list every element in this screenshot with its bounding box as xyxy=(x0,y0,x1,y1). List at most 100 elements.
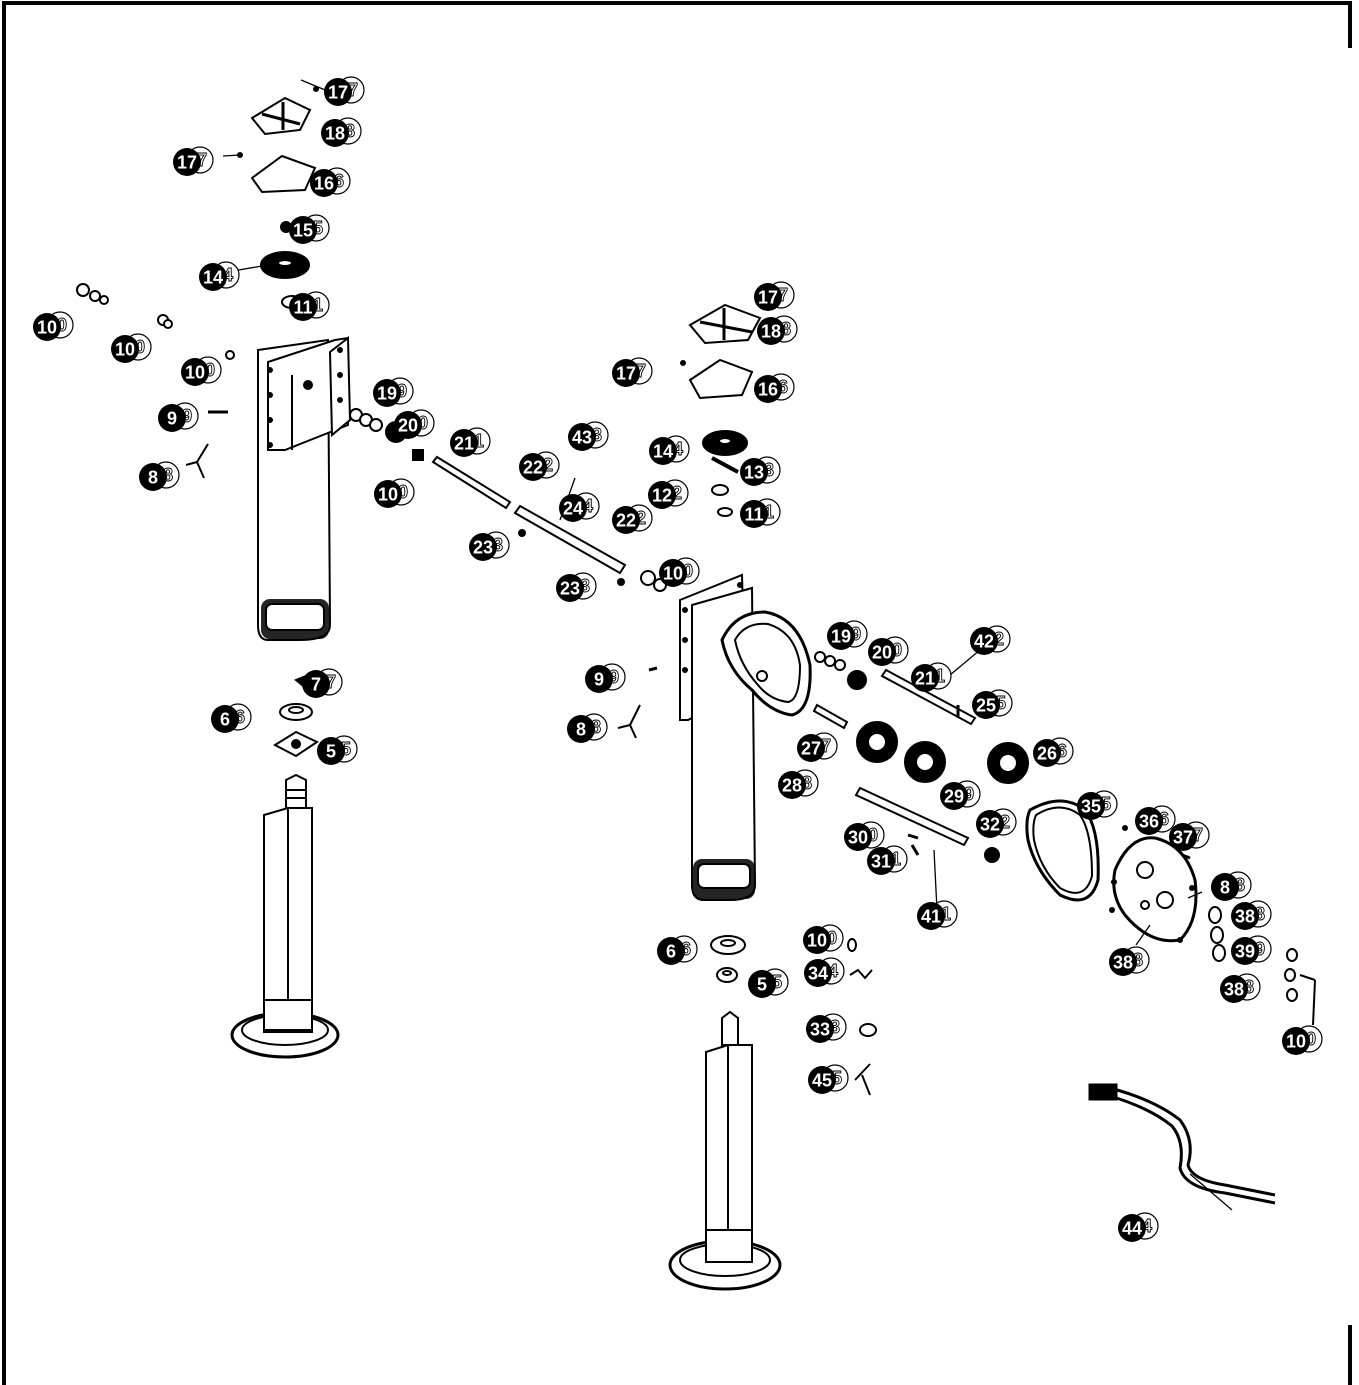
svg-text:3: 3 xyxy=(592,425,602,445)
callout-number: 39 xyxy=(1235,942,1255,962)
callout-15: 515 xyxy=(289,214,330,244)
callout-8: 88 xyxy=(567,713,608,743)
callout-number: 19 xyxy=(831,627,851,647)
callout-19: 919 xyxy=(827,620,868,650)
shaft-21-left xyxy=(431,455,512,510)
callout-number: 38 xyxy=(1113,953,1133,973)
svg-text:7: 7 xyxy=(197,150,207,170)
svg-text:7: 7 xyxy=(1193,825,1203,845)
svg-text:0: 0 xyxy=(683,561,693,581)
svg-text:1: 1 xyxy=(764,502,774,522)
svg-text:4: 4 xyxy=(583,496,593,516)
callout-20: 020 xyxy=(868,636,909,666)
callout-number: 31 xyxy=(871,852,891,872)
callout-number: 10 xyxy=(37,318,57,338)
callout-38: 838 xyxy=(1109,946,1150,976)
callout-5: 55 xyxy=(317,735,358,765)
callout-18: 818 xyxy=(321,117,362,147)
shaft-24 xyxy=(513,504,627,575)
callout-8: 88 xyxy=(1211,871,1252,901)
svg-text:4: 4 xyxy=(673,439,683,459)
callout-7: 77 xyxy=(302,668,343,698)
svg-text:7: 7 xyxy=(778,285,788,305)
callout-11: 111 xyxy=(740,498,781,528)
callout-number: 12 xyxy=(652,486,672,506)
callout-number: 8 xyxy=(576,720,586,740)
callout-8: 88 xyxy=(139,461,180,491)
top-plate-16-right xyxy=(688,358,754,400)
callout-23: 323 xyxy=(469,531,510,561)
svg-text:1: 1 xyxy=(941,904,951,924)
svg-text:5: 5 xyxy=(341,739,351,759)
callout-21: 121 xyxy=(911,662,952,692)
callout-14: 414 xyxy=(649,435,690,465)
callout-number: 14 xyxy=(653,442,673,462)
svg-text:4: 4 xyxy=(1142,1216,1152,1236)
svg-text:3: 3 xyxy=(493,535,503,555)
shaft-42 xyxy=(880,668,977,726)
callout-number: 36 xyxy=(1139,812,1159,832)
callout-number: 41 xyxy=(921,907,941,927)
svg-text:2: 2 xyxy=(543,455,553,475)
top-plate-16-left xyxy=(250,154,317,194)
callout-27: 727 xyxy=(797,732,838,762)
svg-text:6: 6 xyxy=(1057,741,1067,761)
svg-text:5: 5 xyxy=(313,218,323,238)
callout-45: 545 xyxy=(808,1064,849,1094)
callout-number: 5 xyxy=(326,742,336,762)
callout-number: 17 xyxy=(758,288,778,308)
callout-number: 27 xyxy=(801,739,821,759)
callout-number: 29 xyxy=(944,787,964,807)
callout-number: 5 xyxy=(757,975,767,995)
callout-number: 10 xyxy=(378,485,398,505)
callout-11: 111 xyxy=(289,291,330,321)
callout-number: 45 xyxy=(812,1071,832,1091)
callout-42: 242 xyxy=(970,625,1011,655)
callout-17: 717 xyxy=(173,146,214,176)
callout-number: 23 xyxy=(560,579,580,599)
callout-21: 121 xyxy=(450,427,491,457)
svg-text:2: 2 xyxy=(636,508,646,528)
svg-text:0: 0 xyxy=(398,482,408,502)
callout-20: 020 xyxy=(394,409,435,439)
svg-text:9: 9 xyxy=(851,624,861,644)
callout-29: 929 xyxy=(940,780,981,810)
callout-17: 717 xyxy=(612,357,653,387)
callout-38: 838 xyxy=(1220,973,1261,1003)
callout-number: 17 xyxy=(328,83,348,103)
callout-18: 818 xyxy=(757,315,798,345)
callout-10: 010 xyxy=(111,333,152,363)
callout-41: 141 xyxy=(917,900,958,930)
callout-30: 030 xyxy=(844,821,885,851)
callout-39: 939 xyxy=(1231,935,1272,965)
svg-text:8: 8 xyxy=(1133,950,1143,970)
callout-number: 42 xyxy=(974,632,994,652)
cross-shaft-assembly xyxy=(349,408,667,592)
callout-number: 6 xyxy=(220,710,230,730)
callout-number: 35 xyxy=(1081,797,1101,817)
callout-number: 16 xyxy=(758,380,778,400)
callout-number: 20 xyxy=(872,643,892,663)
svg-text:3: 3 xyxy=(580,576,590,596)
svg-text:1: 1 xyxy=(935,666,945,686)
callout-number: 13 xyxy=(744,463,764,483)
svg-text:0: 0 xyxy=(135,337,145,357)
callout-17: 717 xyxy=(324,76,365,106)
callout-26: 626 xyxy=(1033,737,1074,767)
gearbox-exploded xyxy=(812,651,1316,1096)
svg-text:5: 5 xyxy=(772,972,782,992)
svg-text:5: 5 xyxy=(1101,794,1111,814)
callout-14: 414 xyxy=(199,261,240,291)
svg-text:3: 3 xyxy=(830,1017,840,1037)
callout-9: 99 xyxy=(158,402,199,432)
callout-16: 616 xyxy=(310,167,351,197)
callout-number: 44 xyxy=(1122,1219,1142,1239)
callout-number: 33 xyxy=(810,1020,830,1040)
callout-number: 43 xyxy=(572,428,592,448)
svg-text:1: 1 xyxy=(474,431,484,451)
callout-number: 9 xyxy=(594,670,604,690)
callout-16: 616 xyxy=(754,373,795,403)
svg-text:2: 2 xyxy=(994,629,1004,649)
svg-text:8: 8 xyxy=(1235,875,1245,895)
